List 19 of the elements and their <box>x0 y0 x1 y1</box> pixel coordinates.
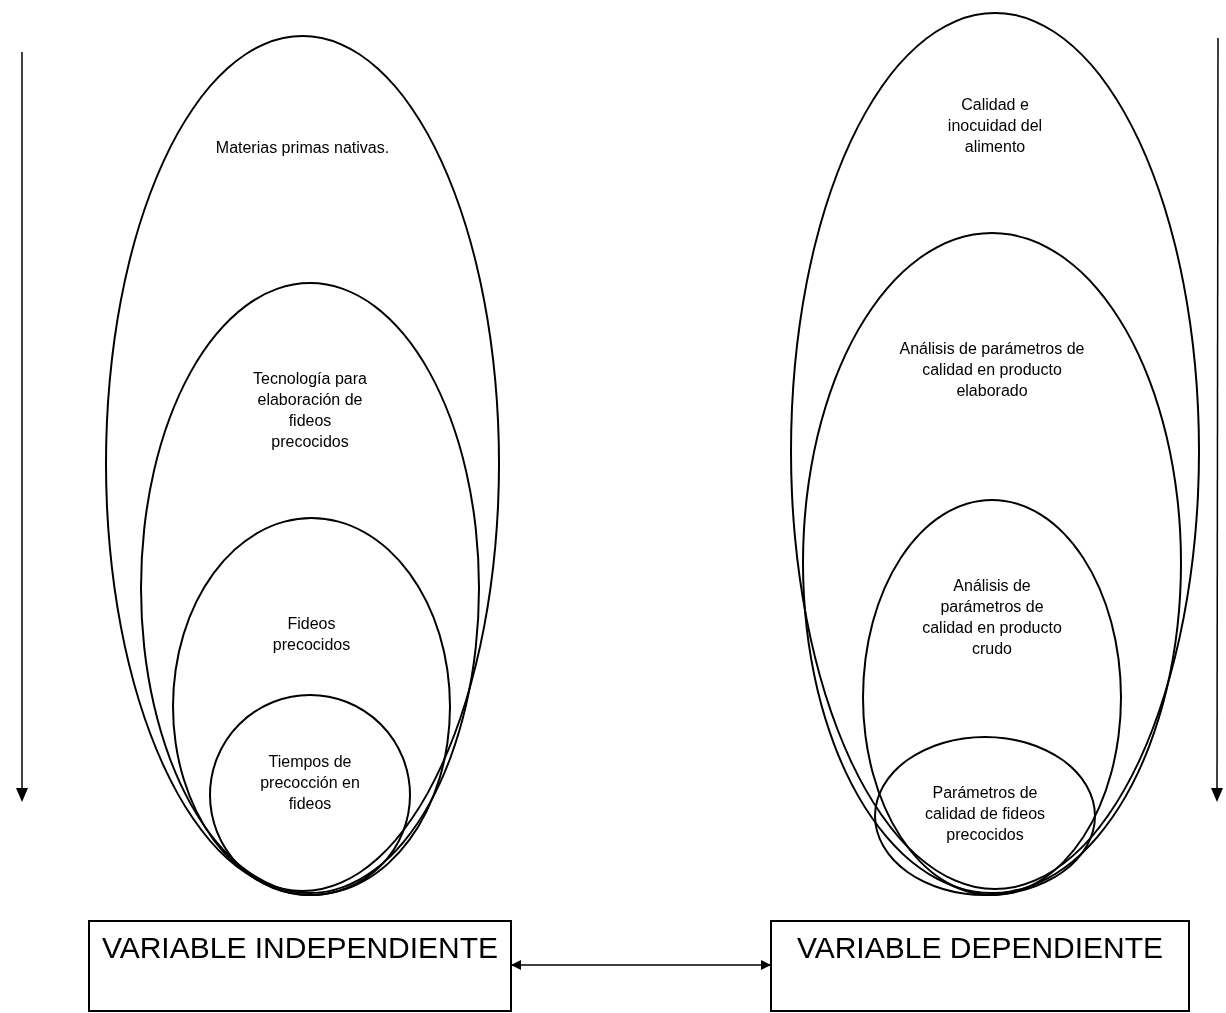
nested-ellipse <box>172 517 451 896</box>
nested-ellipse <box>802 232 1182 894</box>
node-label: Parámetros de calidad de fideos precocidos <box>923 783 1047 845</box>
node-label: Análisis de parámetros de calidad en producto crudo <box>922 576 1062 659</box>
node-label: Tecnología para elaboración de fideos precocidos <box>252 369 368 452</box>
node-label: Tiempos de precocción en fideos <box>259 752 361 814</box>
variable-box <box>88 920 512 1012</box>
variable-box <box>770 920 1190 1012</box>
nested-ellipse <box>862 499 1122 896</box>
node-label: VARIABLE DEPENDIENTE <box>795 930 1165 966</box>
double-arrow <box>511 960 771 970</box>
node-label: Fideos precocidos <box>271 614 352 655</box>
node-label: Análisis de parámetros de calidad en producto elaborado <box>898 339 1086 401</box>
nested-ellipse <box>874 736 1096 896</box>
nested-ellipse <box>140 282 480 894</box>
node-label: Calidad e inocuidad del alimento <box>946 95 1044 157</box>
node-label: Materias primas nativas. <box>214 138 391 158</box>
node-label: VARIABLE INDEPENDIENTE <box>100 930 500 966</box>
nested-ellipse <box>209 694 411 896</box>
